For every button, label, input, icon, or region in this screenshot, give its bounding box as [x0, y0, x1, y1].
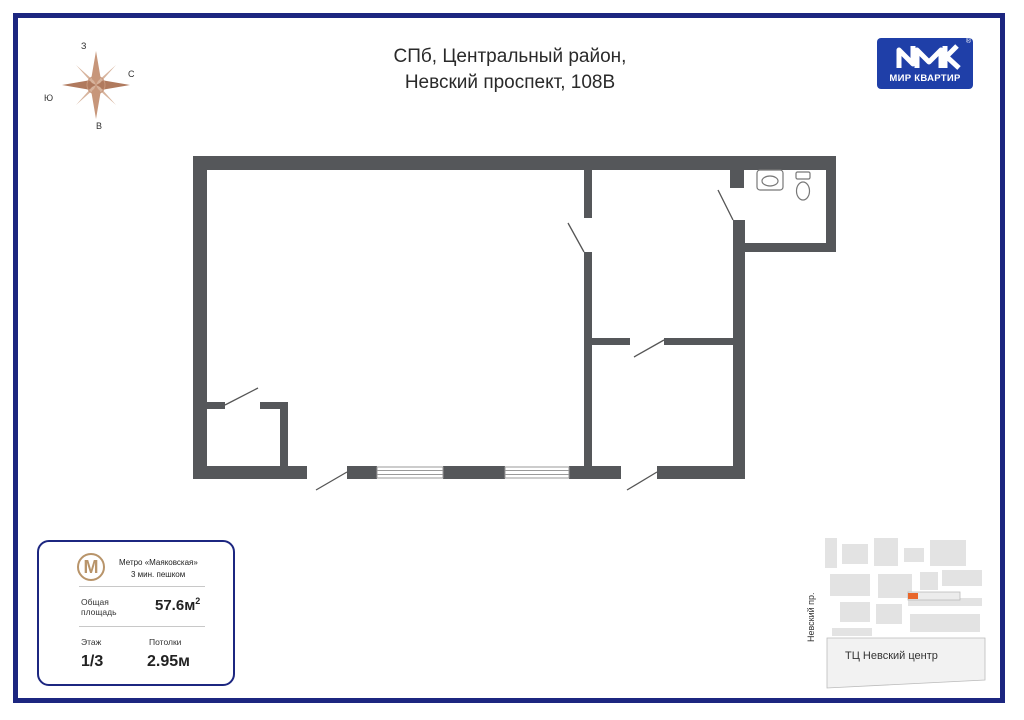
registered-mark: ®: [965, 38, 971, 45]
ceiling-label: Потолки: [149, 637, 182, 647]
wall-right-main: [733, 220, 745, 479]
floor-value: 1/3: [81, 653, 104, 670]
wall-bottom-5: [657, 466, 745, 479]
area-number: 57.6м: [155, 597, 196, 614]
door-bathroom: [717, 189, 734, 221]
address-line-2: Невский проспект, 108В: [404, 72, 616, 93]
door-closet: [224, 387, 259, 406]
wall-left: [193, 156, 207, 479]
address-title: СПб, Центральный район, Невский проспект…: [340, 44, 680, 96]
wall-partition-lower: [584, 252, 592, 466]
area-value: 57.6м2: [155, 596, 200, 614]
door-entrance-left: [315, 471, 348, 491]
location-marker: [908, 593, 918, 599]
toilet-icon: [795, 171, 811, 201]
mall-block: [826, 637, 986, 689]
metro-station-name: Метро «Маяковская»: [119, 558, 198, 567]
company-logo: ® МИР КВАРТИР: [877, 38, 973, 89]
wall-bathroom-bottom: [733, 243, 836, 252]
compass-east-label: С: [128, 69, 135, 79]
wall-right-middle-1: [592, 338, 630, 345]
wall-bottom-3: [443, 466, 505, 479]
wall-bottom-4: [569, 466, 621, 479]
area-unit-superscript: 2: [195, 596, 201, 606]
street-label: Невский пр.: [806, 592, 816, 642]
wall-closet-top-2: [260, 402, 288, 409]
area-label: Общая площадь: [81, 597, 117, 617]
window-1: [376, 466, 444, 479]
door-entrance-right: [626, 471, 658, 491]
wall-bathroom-right: [826, 156, 836, 252]
location-mini-map: ТЦ Невский центр Невский пр.: [806, 538, 986, 689]
metro-walk-time: 3 мин. пешком: [131, 570, 186, 579]
mall-label: ТЦ Невский центр: [845, 650, 938, 662]
page-frame: [13, 13, 1005, 703]
wall-right-middle-2: [664, 338, 744, 345]
door-right-room: [633, 339, 665, 358]
divider-1: [79, 586, 205, 587]
address-line-1: СПб, Центральный район,: [393, 46, 627, 67]
apartment-info-card: М Метро «Маяковская» 3 мин. пешком Общая…: [37, 540, 235, 686]
door-partition: [567, 222, 585, 253]
compass-west-label: Ю: [44, 93, 53, 103]
wall-bathroom-stub: [730, 170, 744, 188]
wall-partition-upper: [584, 170, 592, 218]
wall-closet-right: [280, 402, 288, 466]
wall-closet-top-1: [207, 402, 225, 409]
floor-label: Этаж: [81, 637, 102, 647]
ceiling-value: 2.95м: [147, 653, 190, 670]
compass-rose-icon: З С В Ю: [44, 41, 135, 131]
sink-icon: [756, 169, 784, 191]
wall-bottom-1: [193, 466, 307, 479]
compass-north-label: З: [81, 41, 86, 51]
metro-icon: М: [77, 553, 105, 581]
logo-text: МИР КВАРТИР: [889, 73, 961, 84]
wall-top: [193, 156, 836, 170]
divider-2: [79, 626, 205, 627]
logo-mark-icon: [896, 44, 961, 70]
compass-south-label: В: [96, 121, 102, 131]
wall-bottom-2: [347, 466, 377, 479]
window-2: [504, 466, 570, 479]
